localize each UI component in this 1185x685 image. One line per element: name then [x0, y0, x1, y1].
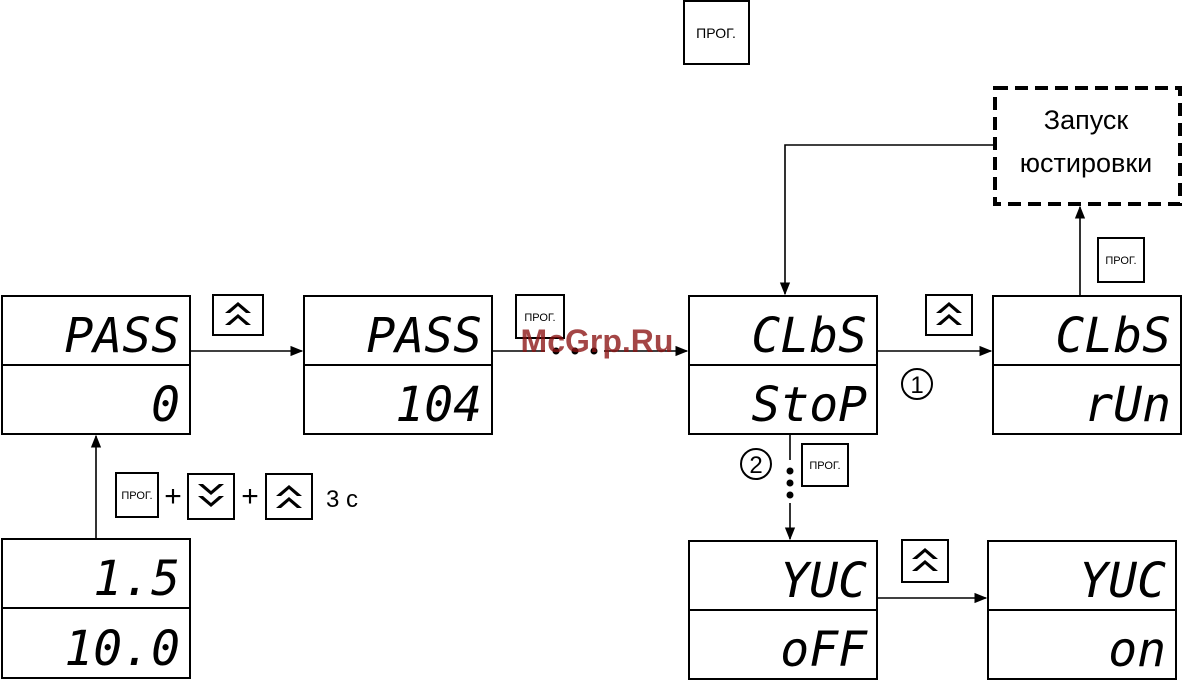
display-top-value: 1.5	[93, 551, 180, 607]
display-1-5-10-0: 1.5 10.0	[2, 539, 190, 678]
display-bottom-value: on	[1108, 622, 1166, 678]
display-top-value: CLbS	[751, 308, 867, 364]
duration-label: 3 с	[326, 486, 358, 513]
up-key-1	[213, 295, 263, 335]
marker-two-label: 2	[749, 452, 762, 479]
marker-two: 2	[741, 449, 771, 479]
up-key-combo	[266, 474, 312, 519]
display-top-value: YUC	[780, 553, 867, 609]
display-clbs-run: CLbS rUn	[993, 296, 1181, 434]
display-bottom-value: rUn	[1084, 377, 1171, 433]
down-key	[188, 474, 234, 519]
dots-vertical	[787, 468, 794, 499]
display-yuc-on: YUC on	[988, 541, 1176, 679]
marker-one-label: 1	[910, 372, 923, 399]
watermark-text: McGrp.Ru	[521, 323, 674, 359]
display-bottom-value: oFF	[780, 622, 868, 678]
display-bottom-value: StoP	[751, 377, 867, 433]
prog-key-label: ПРОГ.	[696, 25, 736, 41]
display-yuc-off: YUC oFF	[689, 541, 877, 679]
plus-sign: +	[241, 480, 259, 513]
display-bottom-value: 10.0	[64, 621, 180, 677]
prog-key-label: ПРОГ.	[1105, 255, 1136, 267]
marker-one: 1	[902, 369, 932, 399]
arrow-launch-to-clbs-stop	[785, 145, 995, 294]
launch-line-2: юстировки	[1020, 148, 1152, 178]
display-top-value: PASS	[366, 308, 482, 364]
prog-key-label: ПРОГ.	[809, 460, 840, 472]
display-pass-0: PASS 0	[2, 296, 190, 434]
prog-key-top: ПРОГ.	[684, 1, 749, 64]
display-top-value: PASS	[64, 308, 180, 364]
up-key-3	[902, 540, 948, 582]
prog-key-4: ПРОГ.	[802, 444, 848, 486]
prog-key-3: ПРОГ.	[1098, 238, 1144, 282]
display-bottom-value: 0	[151, 377, 180, 433]
key-combination: ПРОГ. + + 3 с	[116, 473, 358, 519]
prog-key-label: ПРОГ.	[121, 490, 152, 502]
display-clbs-stop: CLbS StoP	[689, 296, 877, 434]
display-top-value: YUC	[1079, 553, 1166, 609]
launch-calibration-box: Запуск юстировки	[995, 88, 1180, 204]
display-top-value: CLbS	[1055, 308, 1171, 364]
display-pass-104: PASS 104	[304, 296, 492, 434]
plus-sign: +	[164, 480, 182, 513]
launch-line-1: Запуск	[1044, 105, 1129, 135]
up-key-2	[926, 295, 972, 335]
display-bottom-value: 104	[395, 377, 482, 433]
